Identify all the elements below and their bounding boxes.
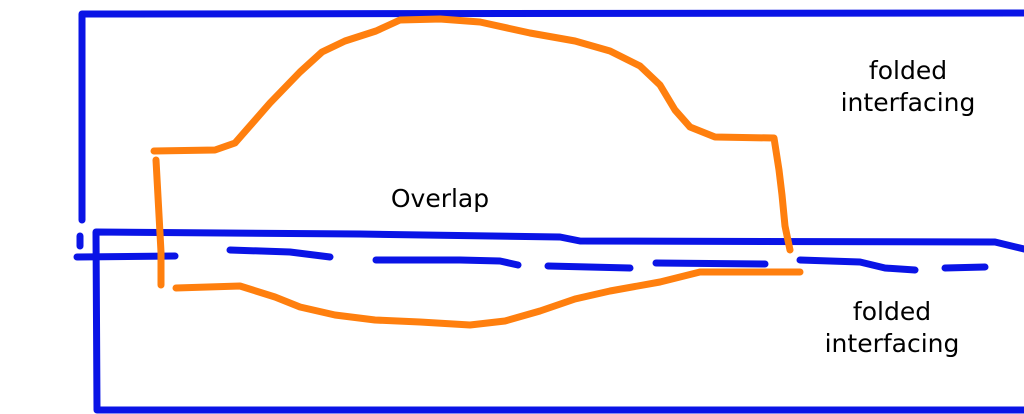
top-interfacing-label-line2: interfacing [840,88,976,117]
bottom-interfacing-label-line1: folded [852,297,932,326]
top-interfacing-label: folded interfacing [808,55,1008,119]
top-interfacing-outline [78,9,1024,224]
overlap-label-text: Overlap [390,184,490,213]
lower-pattern-piece [172,268,804,329]
fold-line-dashed [73,246,989,274]
bottom-interfacing-label-line2: interfacing [824,329,960,358]
bottom-interfacing-outline [92,228,1024,414]
top-interfacing-label-line1: folded [868,56,948,85]
bottom-interfacing-label: folded interfacing [792,296,992,360]
upper-pattern-piece [150,15,794,254]
pattern-left-edge [152,156,165,289]
overlap-label: Overlap [340,183,540,215]
